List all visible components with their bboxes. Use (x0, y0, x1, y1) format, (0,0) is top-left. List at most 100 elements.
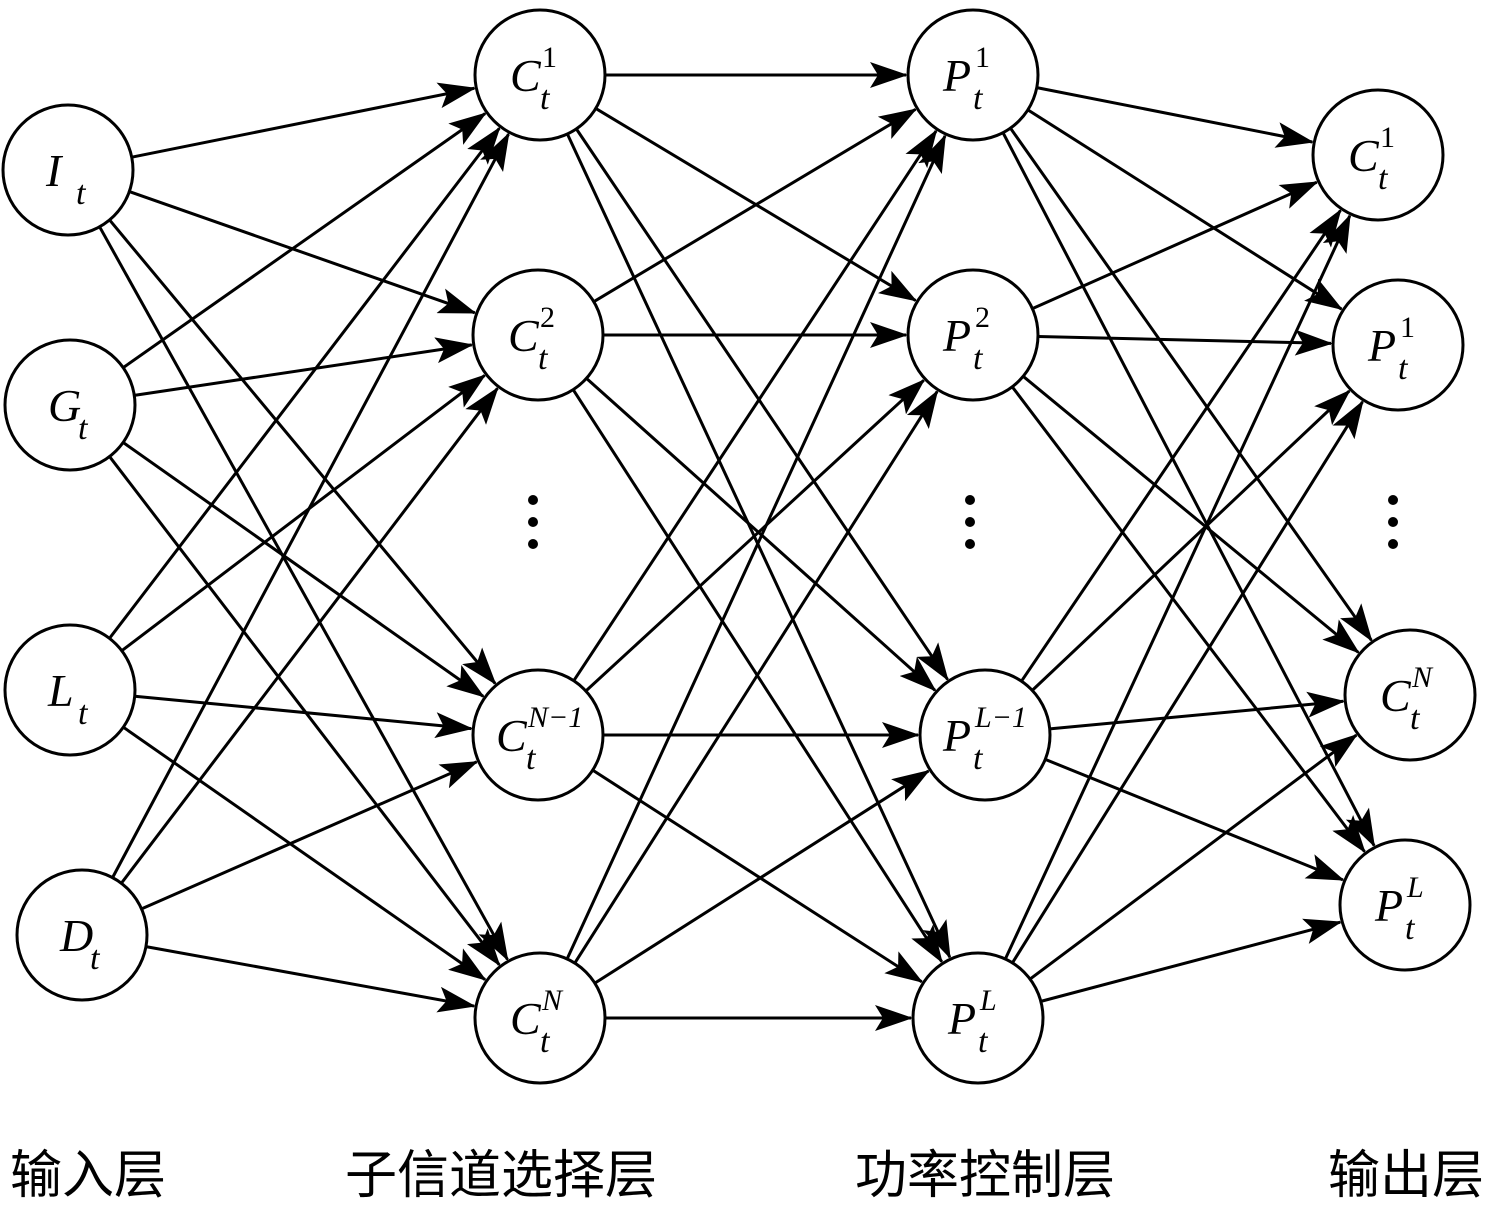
node-circle (473, 951, 607, 1085)
node-circle (15, 868, 149, 1002)
edge-P2-to-OCN (1022, 375, 1360, 654)
node-circle (1, 103, 135, 237)
node-label-base: P (947, 993, 976, 1044)
layer-label-subchannel: 子信道选择层 (345, 1146, 658, 1206)
node-label-base: C (496, 710, 528, 761)
node-circle (473, 8, 607, 142)
node-label-subscript: t (90, 940, 101, 977)
node-circle (471, 668, 605, 802)
node-label-subscript: t (1410, 700, 1421, 737)
node-label-subscript: t (526, 740, 537, 777)
edge-G-to-CN1 (122, 441, 485, 698)
edge-CN1-to-P1 (572, 129, 938, 682)
edge-PL-to-OC1 (1003, 213, 1352, 960)
node-label-subscript: t (978, 1023, 989, 1060)
edge-P1-to-OC1 (1036, 86, 1315, 148)
node-label-subscript: t (78, 410, 89, 447)
node-label-subscript: t (1398, 350, 1409, 387)
node-label-superscript: 1 (1380, 121, 1395, 154)
ellipsis-dot (1388, 517, 1398, 527)
node-label-base: P (1374, 880, 1403, 931)
layer-label-power: 功率控制层 (855, 1146, 1116, 1206)
node-label-superscript: L−1 (974, 701, 1027, 734)
node-label-subscript: t (76, 175, 87, 212)
edge-CN-to-P1 (565, 134, 947, 960)
node-label-superscript: N (541, 984, 564, 1017)
edge-G-to-C2 (134, 337, 474, 397)
node-label-superscript: N−1 (527, 701, 583, 734)
edge-C2-to-P1 (593, 108, 918, 303)
edge-PL-to-OCN (1029, 733, 1358, 981)
edge-P2-to-OC1 (1031, 180, 1319, 310)
node-circle (906, 8, 1040, 142)
node-label-subscript: t (540, 1023, 551, 1060)
node-label-subscript: t (1405, 910, 1416, 947)
edge-L-to-CN (122, 725, 487, 981)
edge-C1-to-PL (566, 133, 952, 960)
ellipsis-dot (965, 517, 975, 527)
node-label-subscript: t (1378, 160, 1389, 197)
node-label-base: G (48, 380, 81, 431)
edge-PL1-to-OC1 (1020, 208, 1342, 683)
vertical-ellipsis-power (965, 495, 975, 549)
node-label-subscript: t (973, 740, 984, 777)
node-circle (918, 668, 1052, 802)
node-label-base: P (942, 50, 971, 101)
node-label-subscript: t (973, 80, 984, 117)
node-label-superscript: 1 (542, 41, 557, 74)
connection-edges (98, 62, 1376, 1031)
node-label-superscript: 2 (540, 301, 555, 334)
vertical-ellipsis-subchannel (528, 495, 538, 549)
node-label-superscript: 2 (975, 301, 990, 334)
node-circle (1331, 278, 1465, 412)
edge-I-to-CN (98, 226, 509, 962)
node-label-superscript: 1 (975, 41, 990, 74)
node-label-base: L (47, 665, 74, 716)
node-label-superscript: L (1406, 871, 1424, 904)
edge-PL1-to-OP1 (1031, 389, 1351, 692)
edge-L-to-C1 (108, 126, 501, 640)
node-label-base: P (1367, 320, 1396, 371)
layer-label-output: 输出层 (1328, 1146, 1485, 1206)
node-label-superscript: L (979, 984, 997, 1017)
node-label-superscript: 1 (1400, 311, 1415, 344)
edge-PL-to-OPL (1040, 918, 1343, 1003)
ellipsis-dot (528, 517, 538, 527)
node-label-base: P (942, 310, 971, 361)
node-label-superscript: N (1411, 661, 1434, 694)
edge-G-to-C1 (122, 112, 487, 369)
edge-CN1-to-P2 (584, 378, 926, 693)
edge-I-to-C1 (131, 82, 477, 159)
node-label-subscript: t (973, 340, 984, 377)
node-label-base: C (510, 50, 542, 101)
node-label-base: C (1380, 670, 1412, 721)
node-circle (3, 623, 137, 757)
node-label-base: I (45, 145, 64, 196)
edge-CN-to-PL1 (594, 769, 931, 985)
ellipsis-dot (528, 495, 538, 505)
node-circle (911, 951, 1045, 1085)
ellipsis-dot (1388, 539, 1398, 549)
node-label-base: P (942, 710, 971, 761)
edge-CN1-to-PL (591, 768, 924, 984)
layer-label-input: 输入层 (10, 1146, 167, 1206)
edge-PL1-to-OPL (1044, 757, 1345, 882)
ellipsis-dot (528, 539, 538, 549)
node-label-subscript: t (78, 695, 89, 732)
ellipsis-dot (1388, 495, 1398, 505)
node-label-base: D (59, 910, 93, 961)
node-input-D: Dt (15, 868, 149, 1002)
node-circle (906, 268, 1040, 402)
edge-D-to-CN1 (140, 760, 479, 911)
ellipsis-markers (528, 495, 1398, 549)
ellipsis-dot (965, 495, 975, 505)
node-label-base: C (510, 993, 542, 1044)
